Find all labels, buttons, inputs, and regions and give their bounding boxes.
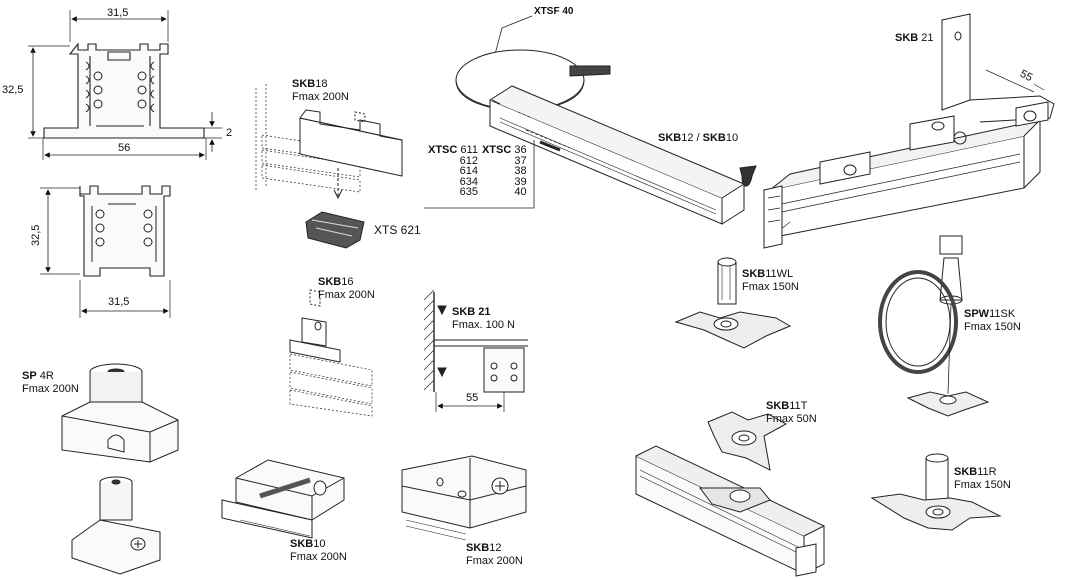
skb21-corner-drawing <box>739 13 1055 249</box>
skb11r-force: Fmax 150N <box>954 479 1011 491</box>
skb18-label: SKB18 <box>292 78 327 91</box>
skb21-wall-drawing <box>423 289 528 412</box>
skb21-wall-dim: 55 <box>466 392 479 404</box>
xtsc-head-1: XTSC 611 <box>428 144 478 156</box>
profile-top-width-dim: 31,5 <box>107 7 129 19</box>
spw11sk-label: SPW11SK <box>964 308 1016 320</box>
skb21-top-label: SKB 21 <box>895 32 934 44</box>
skb18-code: SKB <box>292 78 316 90</box>
xtsf40-canopy-drawing <box>455 15 746 225</box>
profile-top-thickness-dim: 2 <box>226 127 233 139</box>
spw11sk-drawing <box>878 235 990 417</box>
skb11r-label: SKB11R <box>954 466 997 478</box>
skb16-drawing <box>289 289 373 417</box>
skb10-drawing <box>221 459 345 539</box>
skb16-label: SKB16 <box>318 276 354 288</box>
profile-bottom-width-dim: 31,5 <box>108 296 130 308</box>
sp4r-label: SP 4R <box>22 370 54 382</box>
skb11t-label: SKB11T <box>766 400 808 412</box>
sp4r-drawing <box>61 363 179 575</box>
track-profile-top <box>28 10 222 160</box>
skb10-force: Fmax 200N <box>290 551 347 563</box>
profile-top-base-dim: 56 <box>118 142 131 154</box>
skb11t-drawing <box>635 411 826 577</box>
profile-top-height-dim: 32,5 <box>2 84 24 96</box>
xtsc-head-2: XTSC 36 <box>481 144 527 156</box>
skb12-drawing <box>401 455 527 541</box>
skb21-wall-label: SKB 21 <box>452 306 491 318</box>
skb11wl-force: Fmax 150N <box>742 281 799 293</box>
skb16-force: Fmax 200N <box>318 289 375 301</box>
skb11t-force: Fmax 50N <box>766 413 817 425</box>
xtsc-row: XTSC 611 XTSC 36 <box>424 145 527 156</box>
skb12-force: Fmax 200N <box>466 555 523 567</box>
skb10-label: SKB10 <box>290 538 326 550</box>
skb21-wall-force: Fmax. 100 N <box>452 319 515 331</box>
track-profile-bottom <box>40 185 171 318</box>
skb11r-drawing <box>870 453 1002 531</box>
spw11sk-force: Fmax 150N <box>964 321 1021 333</box>
skb12-label: SKB12 <box>466 542 502 554</box>
skb18-num: 18 <box>315 78 328 90</box>
profile-bottom-height-dim: 32,5 <box>30 224 42 246</box>
skb11wl-label: SKB11WL <box>742 268 794 280</box>
skb11wl-drawing <box>674 257 792 349</box>
xts621-label: XTS 621 <box>374 223 421 237</box>
skb18-force: Fmax 200N <box>292 91 349 103</box>
skb18-drawing <box>255 84 403 249</box>
skb12-skb10-label: SKB12 / SKB10 <box>658 132 739 144</box>
sp4r-force: Fmax 200N <box>22 383 79 395</box>
xtsc-table-lines <box>424 140 535 209</box>
xtsf40-label: XTSF 40 <box>534 6 574 17</box>
